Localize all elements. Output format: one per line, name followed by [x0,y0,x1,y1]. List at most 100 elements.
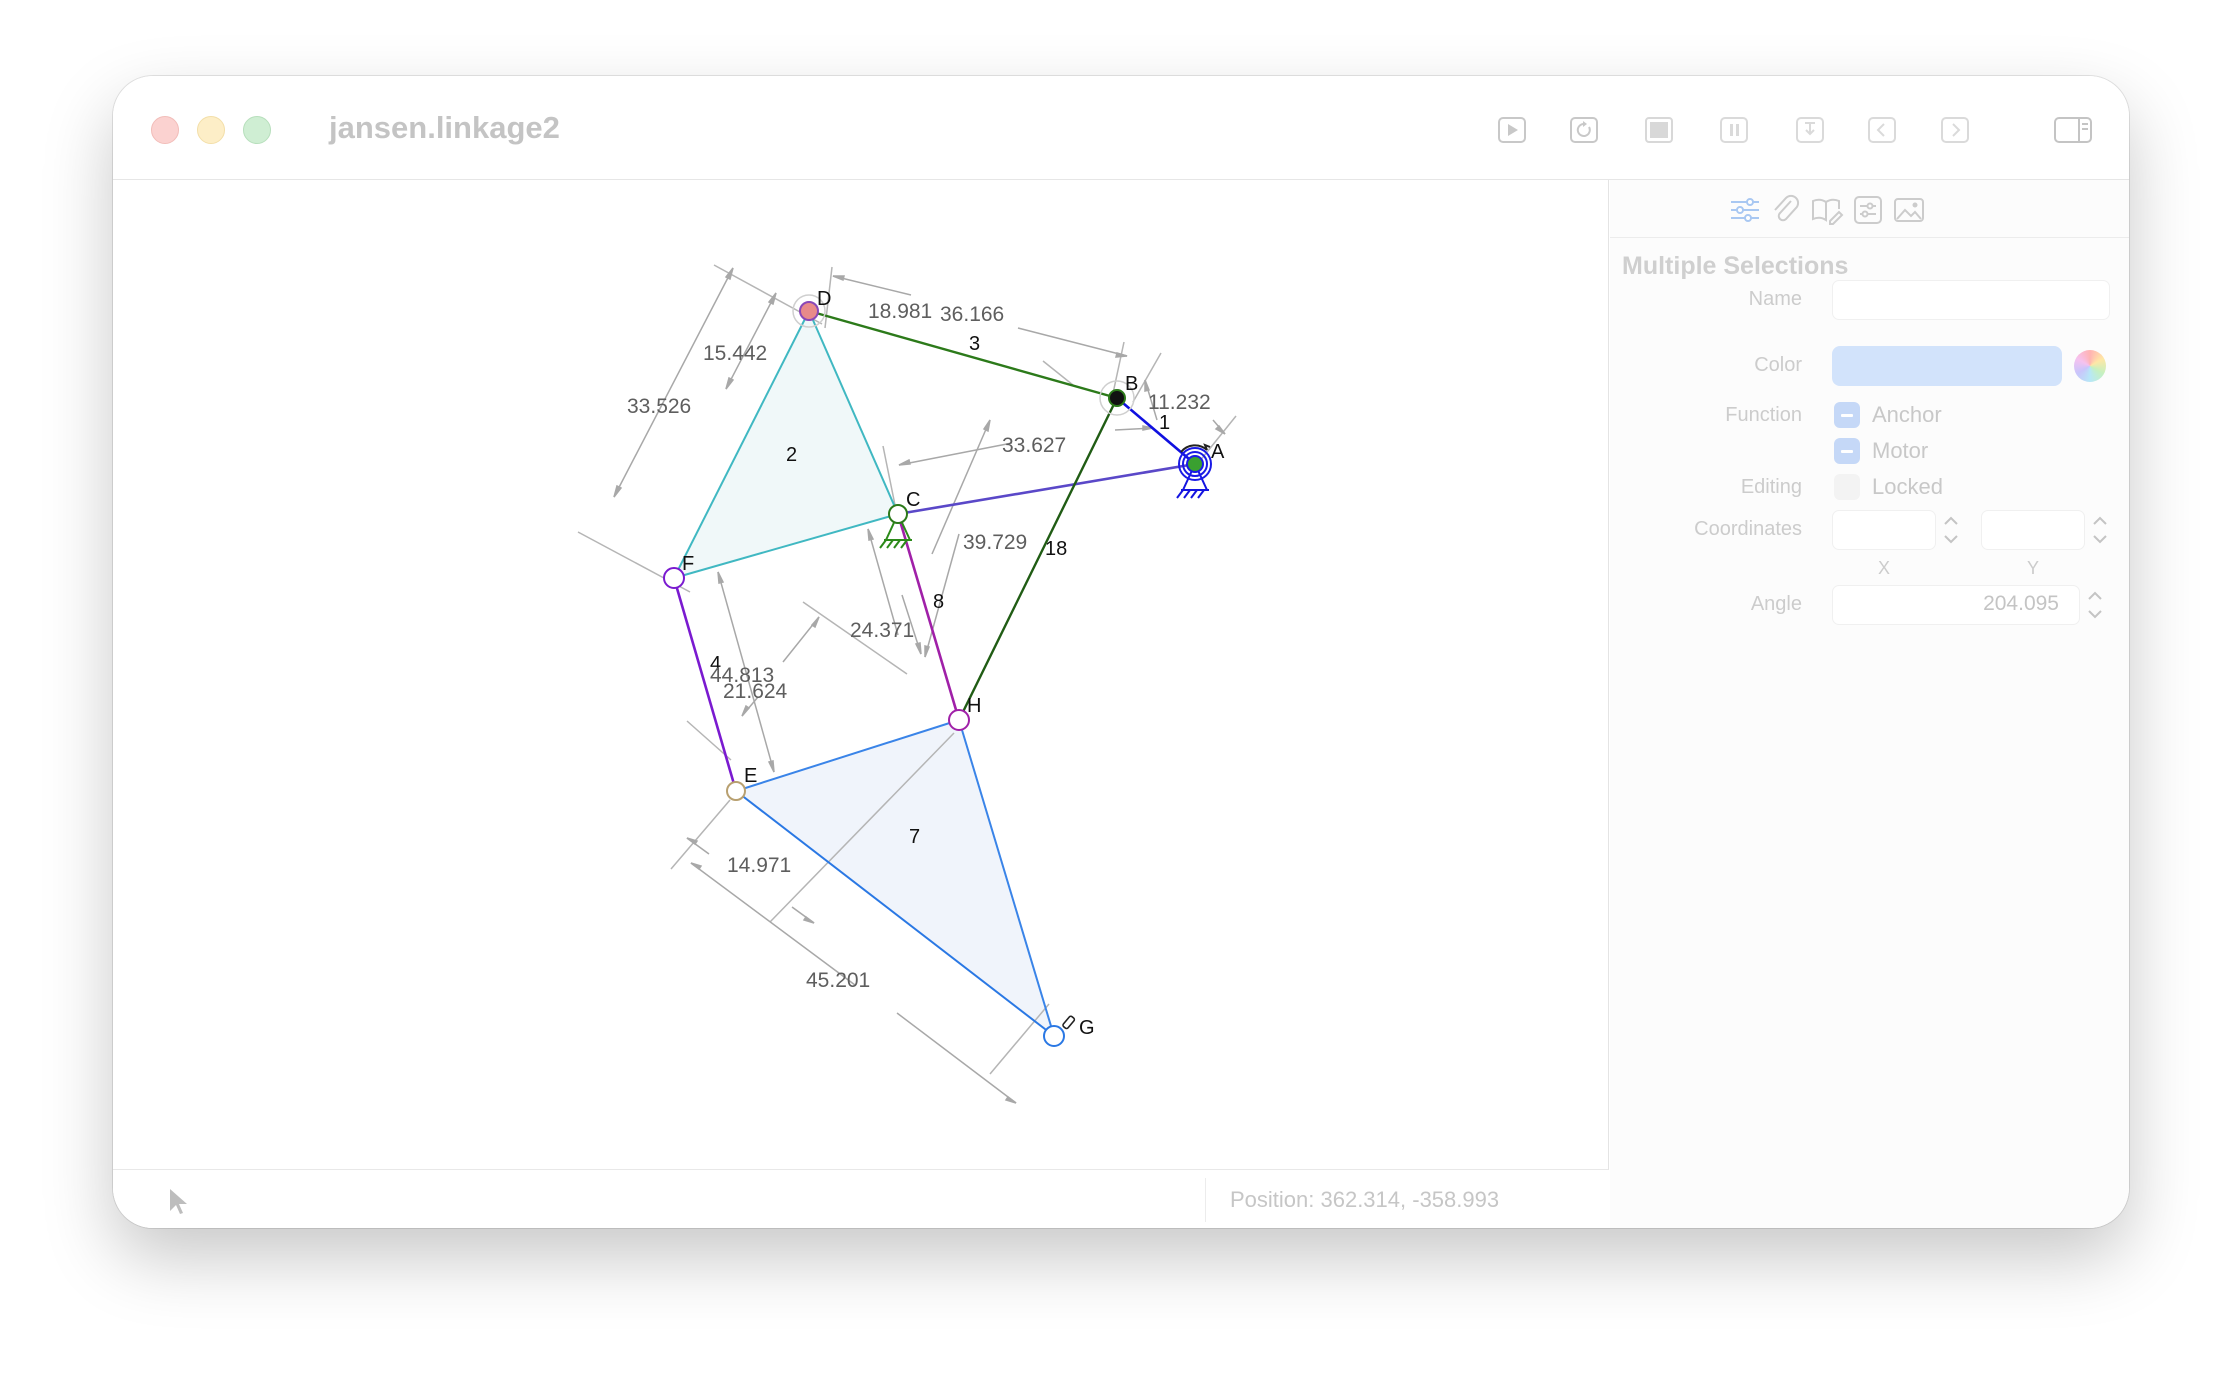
close-button[interactable] [151,116,179,144]
sidebar-toggle-button[interactable] [2053,112,2093,148]
dimension-label: 33.526 [627,395,691,418]
image-icon [1894,198,1924,222]
link-2-fc [673,513,899,579]
anchor-checkbox[interactable] [1834,402,1860,428]
joint-label-f: F [682,553,694,575]
link-7-eg [735,790,1055,1037]
joint-d [799,301,819,321]
app-window: jansen.linkage2 [113,76,2129,1228]
stepper-icon [1944,516,1958,544]
reset-button[interactable] [1566,112,1602,148]
pin-icon [1796,117,1824,143]
function-label: Function [1725,404,1802,426]
window-title: jansen.linkage2 [329,110,560,145]
angle-field[interactable]: 204.095 [1832,585,2080,625]
inspector-heading: Multiple Selections [1622,252,1849,280]
link-label-3: 3 [969,333,980,355]
step-forward-icon [1941,117,1969,143]
motor-checkbox[interactable] [1834,438,1860,464]
dimension-label: 39.729 [963,531,1027,554]
paperclip-icon [1774,194,1800,222]
x-stepper[interactable] [1940,510,1962,550]
pin-button[interactable] [1792,112,1828,148]
link-label-4: 4 [710,653,721,675]
tab-properties[interactable] [1725,190,1765,230]
joint-label-h: H [967,695,981,717]
settings-list-icon [1854,196,1882,224]
status-bar: Position: 362.314, -358.993 [113,1170,1609,1228]
link-2-df [673,310,810,579]
anchor-c-symbol [879,511,912,549]
editing-label: Editing [1740,476,1802,498]
cursor-icon[interactable] [167,1186,191,1218]
angle-stepper[interactable] [2084,585,2106,625]
zoom-button[interactable] [243,116,271,144]
joint-label-b: B [1125,373,1138,395]
link-4 [672,577,738,792]
step-forward-button[interactable] [1937,112,1973,148]
pause-icon [1720,117,1748,143]
status-divider [1205,1178,1206,1222]
motor-label: Motor [1872,438,1929,463]
pause-button[interactable] [1716,112,1752,148]
joint-g [1043,1025,1065,1047]
coordinates-label: Coordinates [1694,518,1802,540]
link-18 [957,397,1119,721]
sliders-icon [1731,198,1759,222]
link-8 [896,513,961,721]
book-edit-icon [1812,198,1844,225]
tab-settings[interactable] [1848,190,1888,230]
anchor-label: Anchor [1872,402,1942,427]
locked-label: Locked [1872,474,1943,499]
link-3 [808,309,1118,400]
dimension-label: 24.371 [850,619,914,642]
linkage-drawing[interactable]: D B A C F H E G 3 1 2 18 8 4 7 [113,180,1609,1170]
stop-icon [1645,117,1673,143]
joint-a [1186,455,1204,473]
joint-label-g: G [1079,1017,1095,1039]
link-label-1: 1 [1159,412,1170,434]
tab-attachments[interactable] [1766,190,1806,230]
inspector-panel: Multiple Selections Name Color Function … [1610,180,2129,1228]
joint-h [948,709,970,731]
joint-label-d: D [817,288,831,310]
x-label: X [1878,558,1891,578]
dimension-label: 11.232 [1148,391,1211,414]
joint-c [888,504,908,524]
link-label-7: 7 [909,826,920,848]
dimension-label: 21.624 [723,680,788,703]
dimension-label: 15.442 [703,342,767,365]
step-back-button[interactable] [1864,112,1900,148]
minimize-button[interactable] [197,116,225,144]
x-coordinate-field[interactable] [1832,510,1936,550]
link-ca [897,462,1196,516]
tab-notes[interactable] [1807,190,1847,230]
dimension-label: 18.981 [868,300,932,323]
joint-label-a: A [1211,441,1225,463]
color-picker-icon[interactable] [2074,350,2106,382]
link-label-18: 18 [1045,538,1067,560]
angle-label: Angle [1750,593,1802,615]
joint-b [1108,389,1126,407]
stepper-icon [2088,591,2102,619]
play-button[interactable] [1494,112,1530,148]
position-readout: Position: 362.314, -358.993 [1230,1187,1500,1212]
name-label: Name [1748,288,1802,310]
y-label: Y [2027,558,2040,578]
locked-checkbox[interactable] [1834,474,1860,500]
color-well[interactable] [1832,346,2062,386]
linkage-canvas[interactable]: D B A C F H E G 3 1 2 18 8 4 7 [113,180,1609,1170]
joint-e [726,781,746,801]
dimension-label: 45.201 [806,969,870,992]
name-field[interactable] [1832,280,2110,320]
tab-image[interactable] [1889,190,1929,230]
pen-icon [1062,1015,1076,1030]
stop-button[interactable] [1641,112,1677,148]
joint-f [663,567,685,589]
play-icon [1498,117,1526,143]
y-stepper[interactable] [2089,510,2111,550]
y-coordinate-field[interactable] [1981,510,2085,550]
dimension-label: 33.627 [1002,434,1066,457]
link-label-8: 8 [933,591,944,613]
joint-label-e: E [744,765,757,787]
